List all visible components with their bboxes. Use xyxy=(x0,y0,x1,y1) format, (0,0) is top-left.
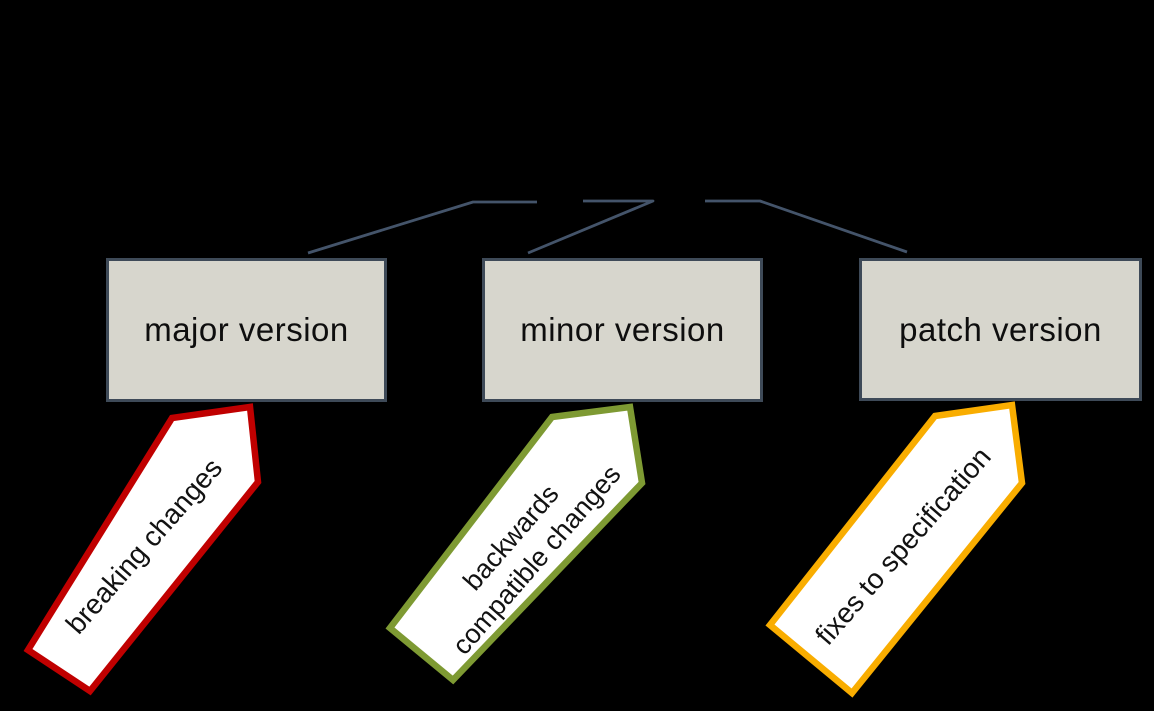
connector-group xyxy=(307,199,908,255)
box-major-version-label: major version xyxy=(144,311,349,348)
tag-fixes-to-specification: fixes to specification xyxy=(765,401,1026,698)
box-major-version: major version xyxy=(106,258,387,402)
box-minor-version-label: minor version xyxy=(520,311,725,348)
connector-major-version xyxy=(307,200,537,255)
connector-minor-version xyxy=(527,199,655,255)
box-patch-version: patch version xyxy=(859,258,1142,401)
tag-backwards-compatible-changes-shape xyxy=(385,403,646,685)
tag-backwards-compatible-changes: backwards compatible changes xyxy=(385,403,646,685)
tag-breaking-changes-shape xyxy=(23,403,262,696)
box-patch-version-label: patch version xyxy=(899,310,1102,348)
tag-breaking-changes: breaking changes xyxy=(23,403,262,696)
box-minor-version: minor version xyxy=(482,258,763,402)
connector-patch-version xyxy=(705,199,908,254)
tag-fixes-to-specification-shape xyxy=(765,401,1026,698)
